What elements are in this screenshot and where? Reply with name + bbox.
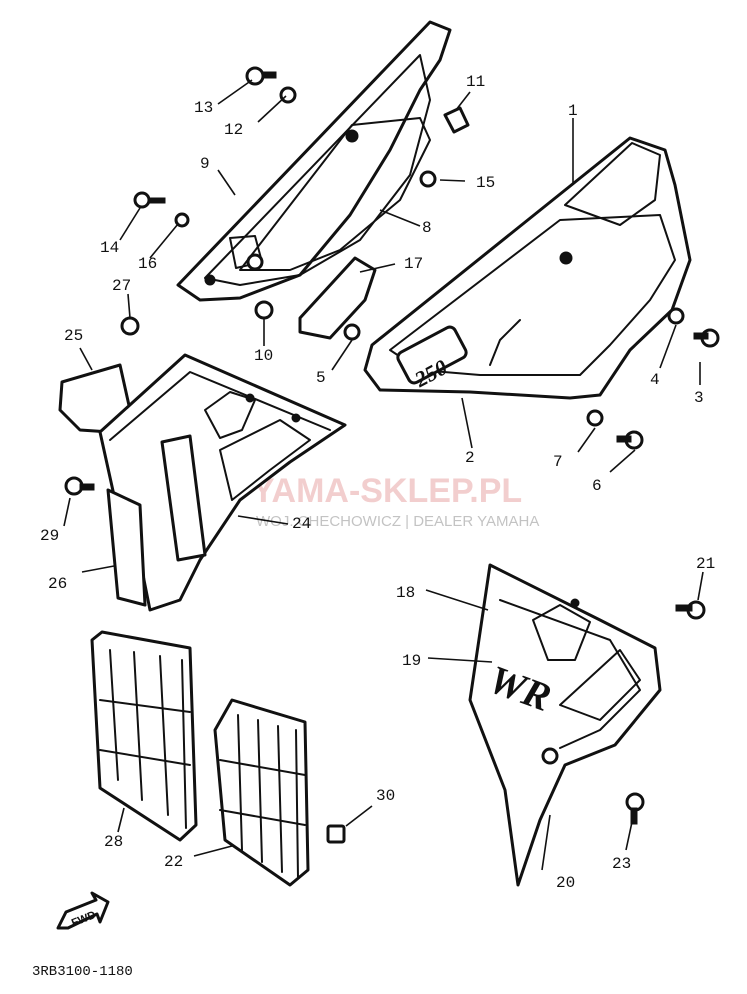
right-radiator-shroud: WR <box>468 563 662 887</box>
watermark-subtitle: WOJ. CHECHOWICZ | DEALER YAMAHA <box>256 513 539 530</box>
leader-lines <box>63 79 704 871</box>
callout-21: 21 <box>696 555 715 573</box>
callout-11: 11 <box>466 73 485 91</box>
callout-25: 25 <box>64 327 83 345</box>
callout-16: 16 <box>138 255 157 273</box>
callout-28: 28 <box>104 833 123 851</box>
callout-18: 18 <box>396 584 415 602</box>
left-side-cover <box>176 20 452 302</box>
callout-14: 14 <box>100 239 119 257</box>
callout-19: 19 <box>402 652 421 670</box>
callout-22: 22 <box>164 853 183 871</box>
forward-arrow: FWD <box>56 891 110 930</box>
callout-1: 1 <box>568 102 578 120</box>
callout-2: 2 <box>465 449 475 467</box>
callout-9: 9 <box>200 155 210 173</box>
callout-27: 27 <box>112 277 131 295</box>
right-side-cover: 250 <box>363 136 692 400</box>
callout-5: 5 <box>316 369 326 387</box>
callout-15: 15 <box>476 174 495 192</box>
left-radiator-shroud <box>58 353 347 612</box>
drawing-code: 3RB3100-1180 <box>32 964 133 980</box>
callout-24: 24 <box>292 515 311 533</box>
callout-6: 6 <box>592 477 602 495</box>
callout-29: 29 <box>40 527 59 545</box>
radiator-guard-left <box>90 630 198 842</box>
callout-13: 13 <box>194 99 213 117</box>
callout-30: 30 <box>376 787 395 805</box>
callout-20: 20 <box>556 874 575 892</box>
shroud-inner-panel <box>106 488 147 607</box>
callout-7: 7 <box>553 453 563 471</box>
callout-23: 23 <box>612 855 631 873</box>
callout-10: 10 <box>254 347 273 365</box>
watermark-title: YAMA-SKLEP.PL <box>252 472 522 510</box>
callout-4: 4 <box>650 371 660 389</box>
decal <box>298 256 377 340</box>
callout-26: 26 <box>48 575 67 593</box>
callout-numbers: 1 2 3 4 5 6 7 8 9 10 11 12 13 14 15 16 1… <box>40 73 715 892</box>
callout-17: 17 <box>404 255 423 273</box>
callout-8: 8 <box>422 219 432 237</box>
callout-12: 12 <box>224 121 243 139</box>
callout-3: 3 <box>694 389 704 407</box>
radiator-guard-right <box>213 698 310 887</box>
